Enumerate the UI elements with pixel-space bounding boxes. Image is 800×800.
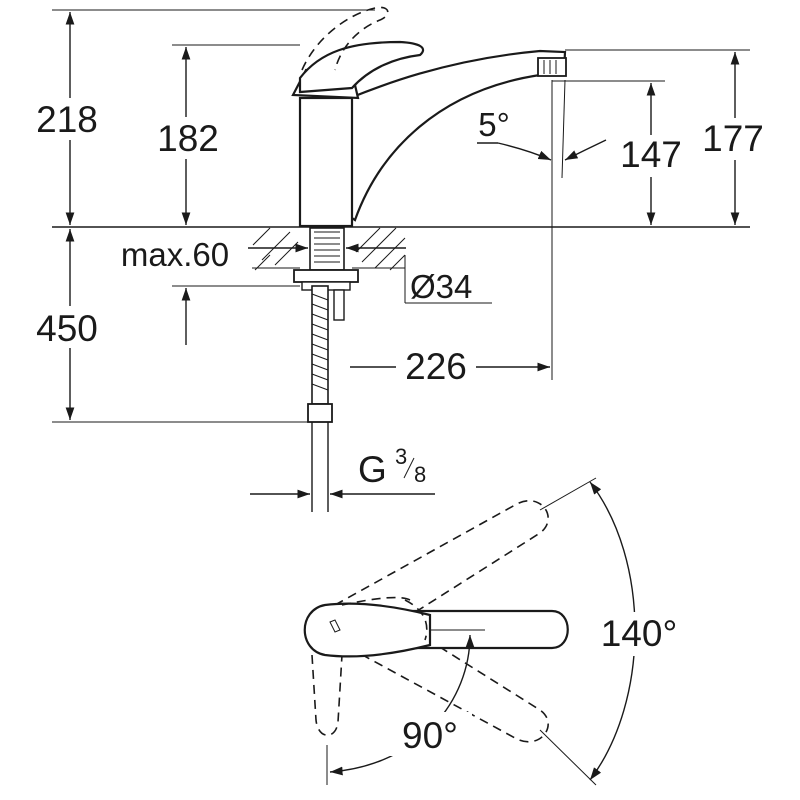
side-view: 218 182 177 147 5° (28, 6, 775, 512)
dim-diameter-34: Ø34 (404, 255, 492, 305)
lever (298, 40, 425, 94)
dim-147-label: 147 (620, 134, 682, 175)
hose-connector (307, 403, 333, 423)
dim-450-label: 450 (36, 308, 98, 349)
dim-226: 226 (350, 346, 550, 387)
dim-182: 182 (150, 47, 226, 225)
dim-218-label: 218 (36, 99, 98, 140)
dim-218: 218 (28, 12, 106, 225)
dim-thread-numerator: 3 (395, 444, 407, 469)
mounting-nut (293, 269, 359, 283)
dim-177-label: 177 (702, 118, 764, 159)
dim-max60: max.60 (104, 234, 406, 273)
dim-182-label: 182 (157, 118, 219, 159)
dim-177: 177 (695, 51, 775, 225)
dim-450: 450 (28, 229, 191, 420)
countertop-section (252, 227, 406, 271)
dim-angle-140-label: 140° (601, 613, 678, 654)
dim-angle-90: 90° (326, 634, 475, 785)
lever-raised-outline (301, 6, 389, 71)
dim-angle-5: 5° (477, 79, 607, 179)
dim-147: 147 (612, 83, 690, 225)
dim-angle-140: 140° (539, 477, 690, 786)
supply-hose (307, 285, 333, 512)
lever-rotated-outline (311, 654, 343, 737)
spout-swivel-lower (334, 621, 549, 743)
faucet-body (291, 6, 567, 228)
dim-thread: G 3 8 (250, 444, 435, 499)
dim-thread-letter: G (358, 449, 387, 490)
dim-angle-5-label: 5° (478, 106, 510, 143)
body-cylinder (298, 96, 354, 228)
aerator (537, 57, 567, 77)
dim-max60-label: max.60 (121, 236, 229, 273)
dim-angle-90-label: 90° (402, 715, 458, 756)
spout (343, 49, 567, 222)
dim-thread-denominator: 8 (414, 462, 426, 487)
lever-top (303, 602, 432, 658)
dim-diameter-34-label: Ø34 (410, 268, 472, 305)
dim-226-label: 226 (405, 346, 467, 387)
top-view: 140° 90° (303, 477, 690, 786)
